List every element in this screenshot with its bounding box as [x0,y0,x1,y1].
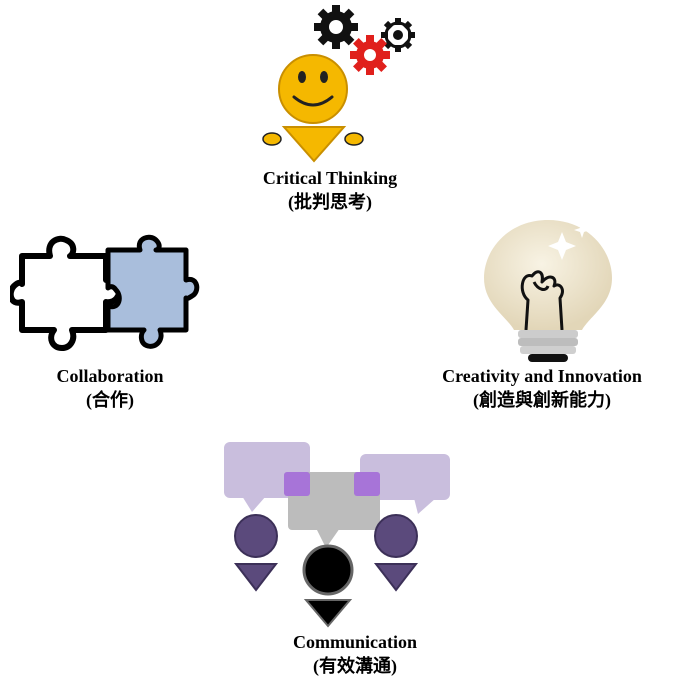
critical-thinking-subtitle: (批判思考) [288,192,372,212]
creativity-label: Creativity and Innovation (創造與創新能力) [396,364,688,412]
white-puzzle-piece [10,235,124,351]
communication-subtitle: (有效溝通) [313,656,397,676]
collaboration-subtitle: (合作) [86,390,134,410]
critical-thinking-title: Critical Thinking [262,168,398,188]
blue-puzzle-piece [105,234,200,349]
collaboration-title: Collaboration [56,366,164,386]
light-bulb-icon [484,220,612,362]
smiley-face-icon [278,54,348,124]
communication-title: Communication [292,632,417,652]
smiley-with-gears-icon [262,5,415,163]
communication-label: Communication (有效溝通) [222,630,488,678]
black-gear-icon [314,5,358,49]
people-speech-bubbles-icon [224,442,450,628]
creativity-subtitle: (創造與創新能力) [473,390,611,410]
red-gear-icon [350,35,390,75]
center-person-icon [302,544,354,628]
right-speech-bubble [360,454,450,514]
right-person-icon [373,514,419,592]
puzzle-pieces-icon [10,234,200,351]
collaboration-label: Collaboration (合作) [10,364,210,412]
creativity-title: Creativity and Innovation [442,366,642,386]
critical-thinking-label: Critical Thinking (批判思考) [200,166,460,214]
small-gear-icon [381,18,415,52]
left-person-icon [233,514,279,592]
